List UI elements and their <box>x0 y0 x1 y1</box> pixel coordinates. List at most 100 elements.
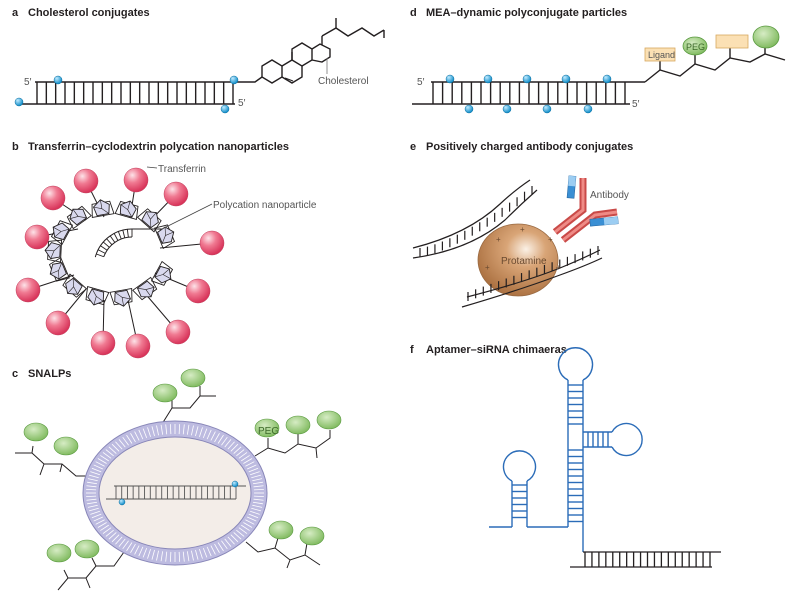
polymer-branches <box>659 46 766 70</box>
lipid-tail <box>252 478 263 482</box>
lipid-tail <box>253 495 264 498</box>
panel-d-title-text: MEA–dynamic polyconjugate particles <box>426 7 628 19</box>
lipid-tail <box>147 548 151 559</box>
phosphorothioate-dot <box>14 97 24 107</box>
polycation-leader <box>159 203 213 231</box>
sirna-duplex-d <box>412 81 645 105</box>
five-prime-label-d-top: 5′ <box>417 77 425 88</box>
lipid-tail <box>126 434 133 444</box>
lipid-tail <box>87 478 98 482</box>
peg-ellipse <box>268 520 294 540</box>
lipid-tail <box>118 439 126 448</box>
plus-charge: + <box>520 225 525 234</box>
lipid-tail <box>97 458 107 464</box>
lipid-tail <box>233 446 242 454</box>
lipid-tail <box>130 543 136 553</box>
strand-inner <box>103 236 133 257</box>
lipid-tail <box>247 464 257 470</box>
lipid-tail <box>252 504 263 508</box>
lipid-tail <box>97 522 107 528</box>
phosphorothioate-dot <box>542 104 552 114</box>
transferrin-sphere <box>123 167 149 193</box>
panel-b-title: b Transferrin–cyclodextrin polycation nan… <box>12 141 289 153</box>
lipid-tail <box>178 424 181 435</box>
plus-charge: + <box>548 235 553 244</box>
lipid-tail <box>191 425 194 436</box>
panel-a-title-text: Cholesterol conjugates <box>28 7 150 19</box>
lipid-tail <box>102 527 112 534</box>
lipid-tail <box>108 532 117 540</box>
transferrin-sphere <box>24 224 50 250</box>
panel-c-letter: c <box>12 368 19 380</box>
panel-c-title-text: SNALPs <box>28 368 72 380</box>
peg-lipid <box>254 430 331 459</box>
lipid-tail <box>248 467 259 473</box>
peg-ellipse <box>46 543 72 563</box>
lipid-tail <box>156 550 159 561</box>
lipid-tail <box>243 458 253 464</box>
lipid-tail <box>191 550 194 561</box>
lipid-tail <box>90 471 100 476</box>
lipid-tail <box>160 424 164 435</box>
lipid-tail <box>210 545 216 555</box>
cyclodextrin <box>132 276 158 301</box>
transferrin-sphere <box>73 168 99 194</box>
peg-ellipse-d2 <box>752 25 780 49</box>
lipid-tail <box>88 474 99 479</box>
plus-charge: + <box>556 263 561 272</box>
lipid-tail <box>100 524 109 531</box>
cyclodextrin <box>62 273 88 298</box>
cyclodextrin <box>114 200 139 220</box>
panel-b-diagram <box>15 167 225 359</box>
polycation-label: Polycation nanoparticle <box>213 200 317 211</box>
lipid-tail <box>245 519 255 525</box>
lipid-tail <box>122 436 129 446</box>
base-pair <box>109 235 116 243</box>
lipid-tail <box>108 446 117 454</box>
lipid-tail <box>206 546 212 557</box>
lipid-tail <box>202 428 208 439</box>
lipid-tail <box>122 540 129 550</box>
lipid-tail <box>93 516 103 522</box>
panel-f-title-text: Aptamer–siRNA chimaeras <box>426 344 567 356</box>
lipid-tail <box>224 538 232 547</box>
lipid-tail <box>217 434 224 444</box>
lipid-tail <box>126 542 133 552</box>
positive-charges: + + + + + <box>485 225 561 272</box>
panel-b-letter: b <box>12 141 19 153</box>
phosphorothioate-dot <box>602 74 612 84</box>
lipid-tail <box>160 551 164 562</box>
panel-f-diagram <box>489 347 721 568</box>
lipid-tail <box>230 443 239 452</box>
lipid-tail <box>169 424 172 435</box>
peg-lipid <box>161 386 216 425</box>
panel-b-title-text: Transferrin–cyclodextrin polycation nano… <box>28 141 290 153</box>
base-pair <box>100 245 108 251</box>
ligand-box <box>644 47 676 62</box>
base-pair <box>103 241 110 248</box>
lipid-tail <box>91 513 102 519</box>
panel-f-letter: f <box>410 344 414 356</box>
peg-ellipse <box>152 383 178 403</box>
lipid-tail <box>182 551 185 562</box>
lipid-tail <box>227 536 235 545</box>
lipid-tail <box>236 529 245 537</box>
lipid-tail <box>210 431 216 441</box>
cholesterol-linker <box>235 76 263 83</box>
transferrin-sphere <box>165 319 191 345</box>
lipid-tail <box>95 461 105 467</box>
phosphorothioate-dot <box>220 104 230 114</box>
lipid-tail <box>248 513 259 519</box>
lipid-tail <box>247 516 257 522</box>
lipid-tail <box>151 426 155 437</box>
aqueous-core <box>98 436 252 550</box>
cyclodextrin <box>85 286 110 306</box>
lipid-tail <box>251 474 262 479</box>
lipid-tail <box>115 441 123 450</box>
lipid-tail <box>134 545 140 555</box>
lipid-tail <box>87 504 98 508</box>
phosphorothioate-dot <box>522 74 532 84</box>
lipid-tail <box>182 424 185 435</box>
loop-small <box>502 450 537 482</box>
